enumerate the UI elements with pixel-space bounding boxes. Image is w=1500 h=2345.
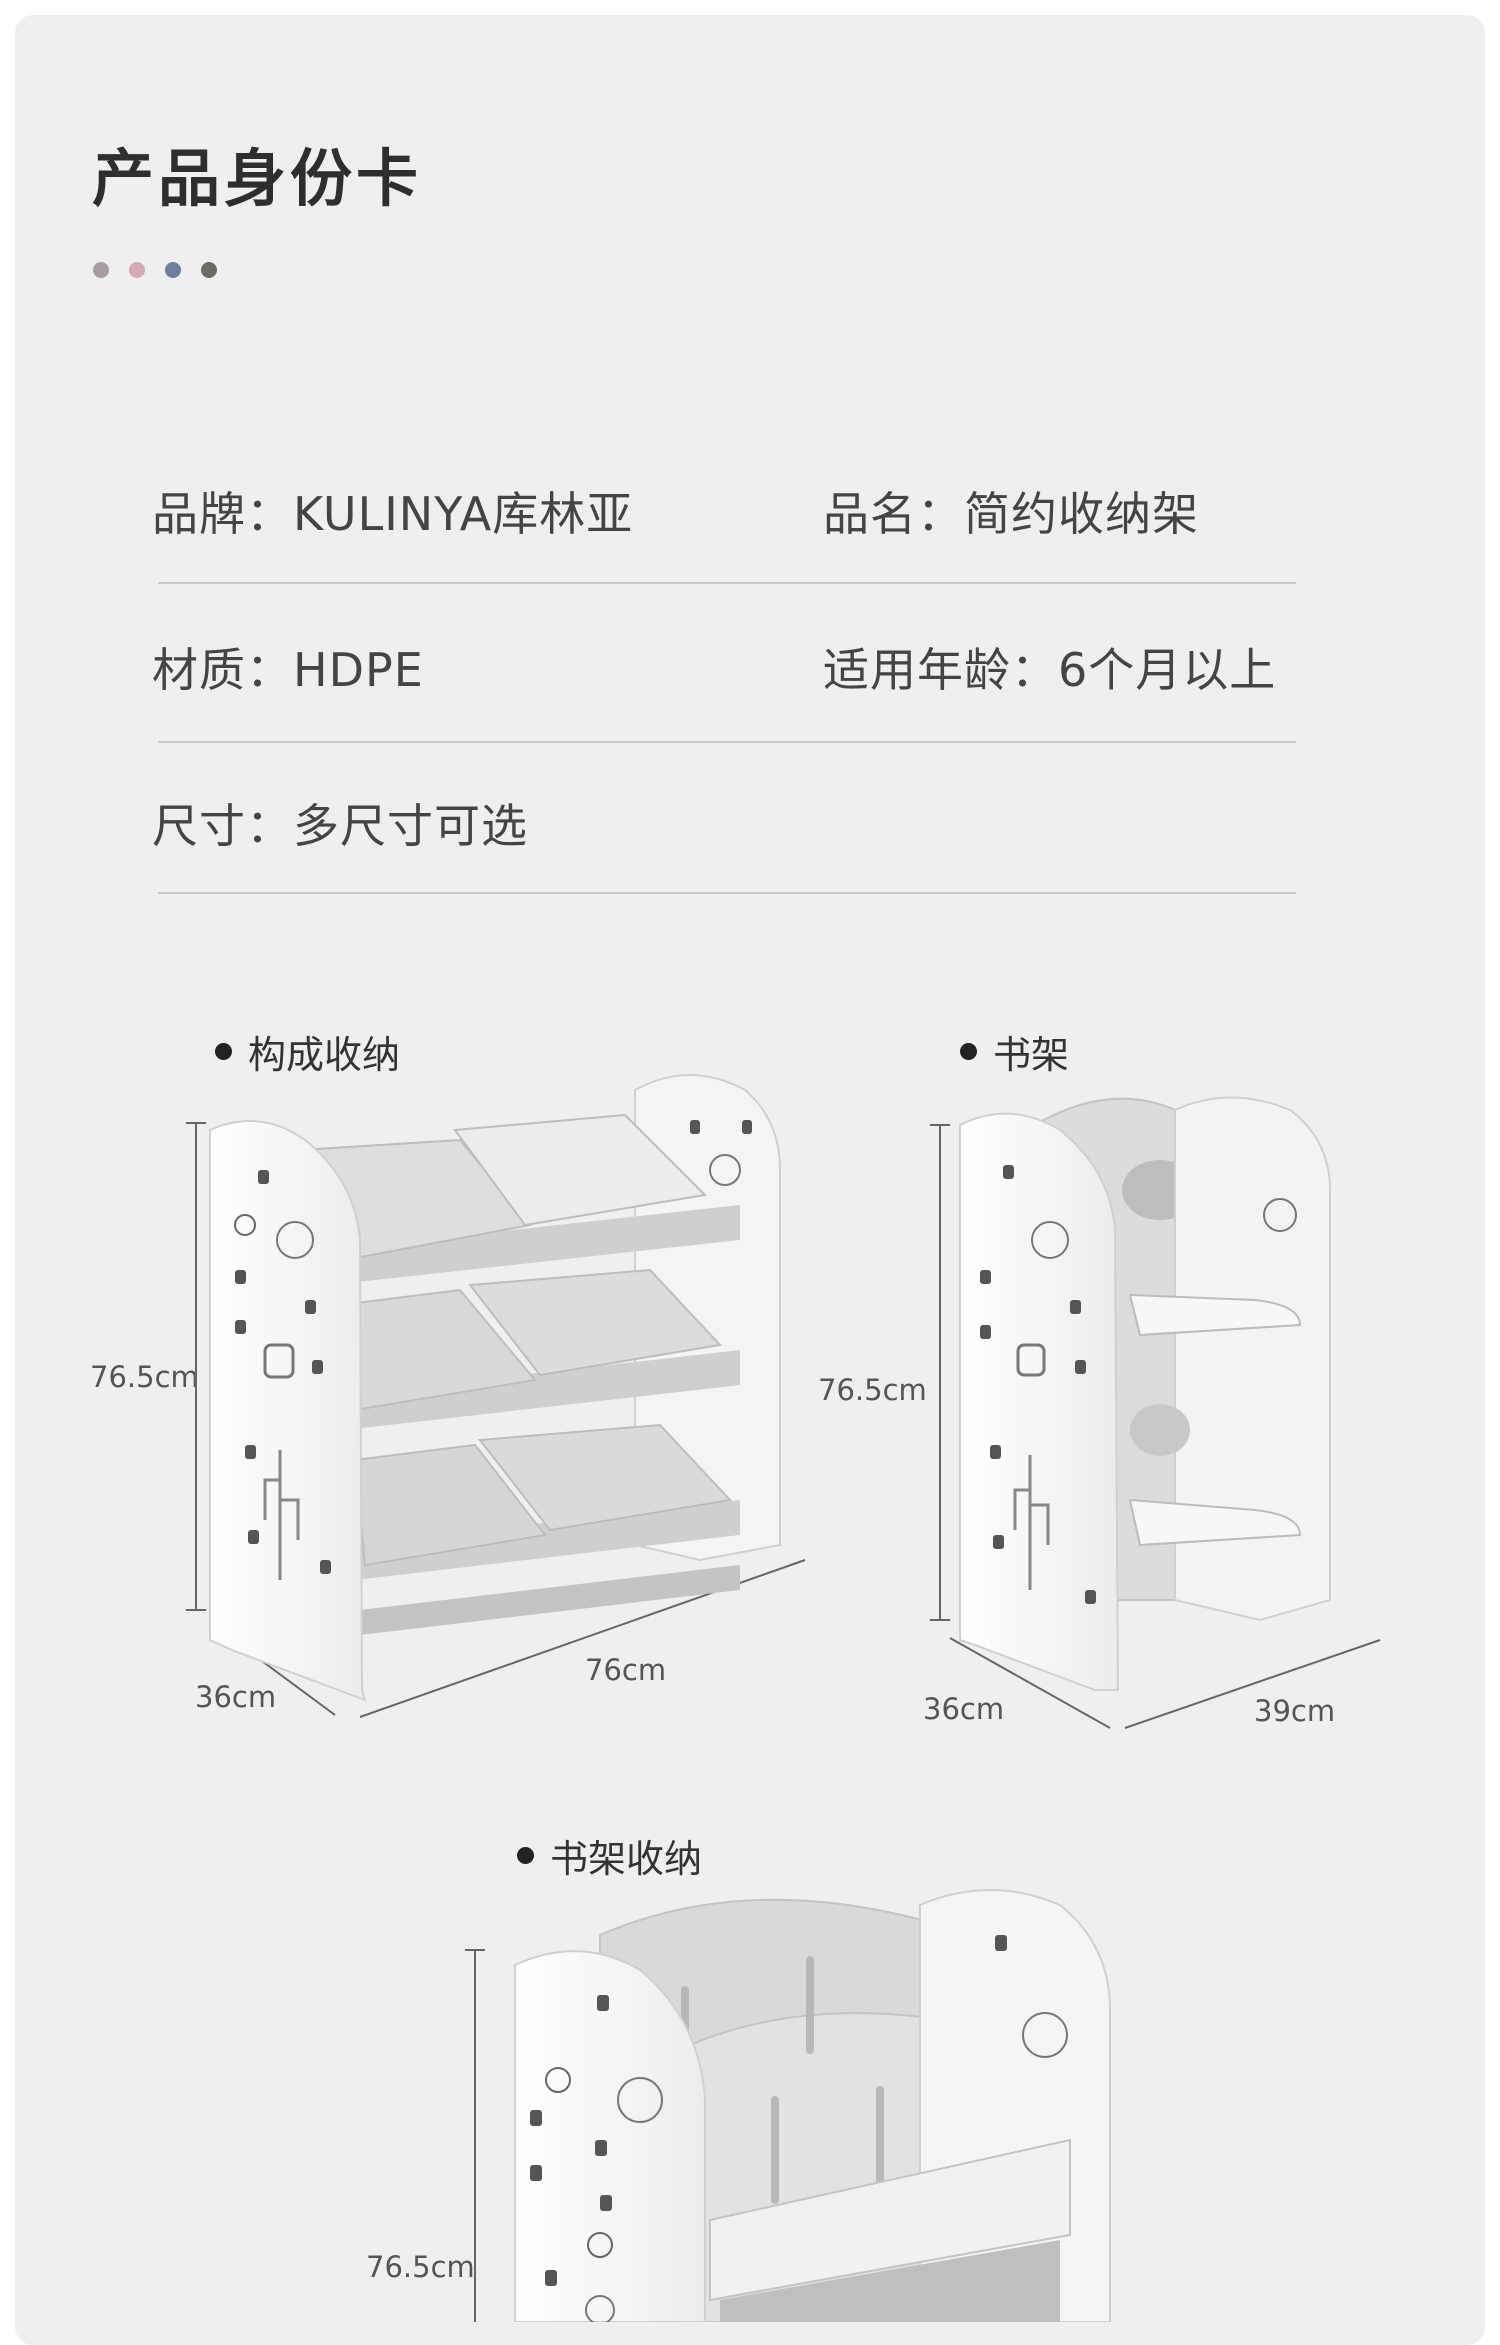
product-1-name: 构成收纳	[248, 1033, 401, 1077]
product-1-width: 76cm	[585, 1653, 667, 1687]
product-2-depth: 36cm	[923, 1692, 1005, 1726]
spec-material: 材质：HDPE	[152, 643, 424, 697]
product-1-height: 76.5cm	[90, 1360, 199, 1394]
spec-material-value: HDPE	[293, 643, 424, 697]
product-2-height: 76.5cm	[818, 1373, 927, 1407]
spec-brand-value: KULINYA库林亚	[293, 487, 634, 541]
product-3-height: 76.5cm	[366, 2250, 475, 2284]
dot-1	[93, 262, 109, 278]
spec-product-name-label: 品名	[823, 487, 917, 541]
spec-brand-label: 品牌	[152, 487, 246, 541]
spec-size-value: 多尺寸可选	[293, 799, 528, 853]
bullet-icon	[517, 1847, 534, 1864]
bullet-icon	[215, 1043, 232, 1060]
product-2-name: 书架	[993, 1033, 1070, 1077]
spec-brand: 品牌：KULINYA库林亚	[152, 487, 634, 541]
spec-age-value: 6个月以上	[1058, 643, 1277, 697]
product-1-depth: 36cm	[195, 1680, 277, 1714]
product-2-illustration	[930, 1096, 1381, 1729]
dot-3	[165, 262, 181, 278]
product-1-illustration	[186, 1074, 806, 1718]
product-1-label: 构成收纳	[215, 1024, 400, 1079]
product-2-width: 39cm	[1254, 1694, 1336, 1728]
spec-product-name: 品名：简约收纳架	[823, 487, 1199, 541]
product-2-label: 书架	[960, 1024, 1069, 1079]
dot-4	[201, 262, 217, 278]
spec-material-label: 材质	[152, 643, 246, 697]
divider-3	[158, 892, 1296, 894]
product-3-name: 书架收纳	[550, 1837, 703, 1881]
decorative-dots	[93, 262, 217, 278]
page-title: 产品身份卡	[92, 142, 423, 215]
product-3-illustration	[465, 1889, 1111, 2322]
bullet-icon	[960, 1043, 977, 1060]
spec-age-label: 适用年龄	[823, 643, 1011, 697]
divider-1	[158, 582, 1296, 584]
divider-2	[158, 741, 1296, 743]
product-3-label: 书架收纳	[517, 1828, 702, 1883]
spec-age: 适用年龄：6个月以上	[823, 643, 1277, 697]
spec-size-label: 尺寸	[152, 799, 246, 853]
spec-size: 尺寸：多尺寸可选	[152, 799, 528, 853]
spec-product-name-value: 简约收纳架	[964, 487, 1199, 541]
dot-2	[129, 262, 145, 278]
